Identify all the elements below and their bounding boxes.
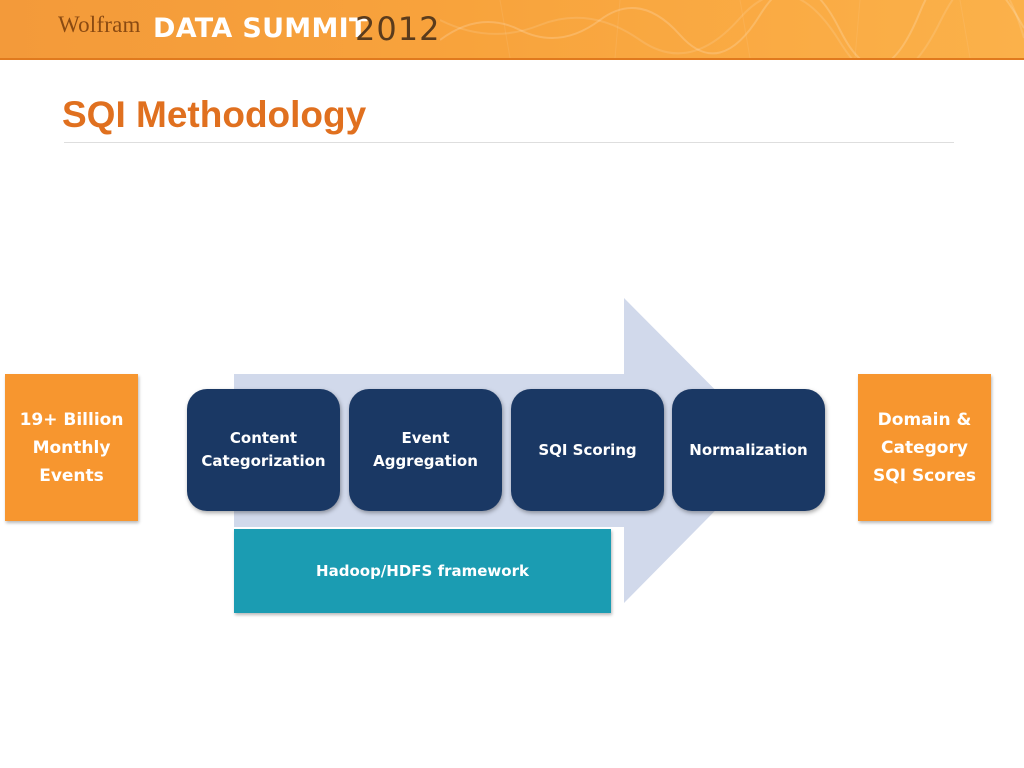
input-volume-box: 19+ Billion Monthly Events [5,374,138,521]
header-banner: Wolfram DATA SUMMIT 2012 [0,0,1024,60]
slide-title: SQI Methodology [62,94,367,135]
banner-decoration [440,0,1024,58]
output-scores-box: Domain & Category SQI Scores [858,374,991,521]
brand-event-label: DATA SUMMIT [153,13,368,44]
step-normalization: Normalization [672,389,825,511]
title-underline [64,142,954,143]
step-event-aggregation: Event Aggregation [349,389,502,511]
step-sqi-scoring: SQI Scoring [511,389,664,511]
banner-divider [0,58,1024,60]
brand-year-label: 2012 [355,10,441,48]
step-content-categorization: Content Categorization [187,389,340,511]
brand-wolfram-label: Wolfram [58,12,141,37]
framework-bar: Hadoop/HDFS framework [234,529,611,613]
